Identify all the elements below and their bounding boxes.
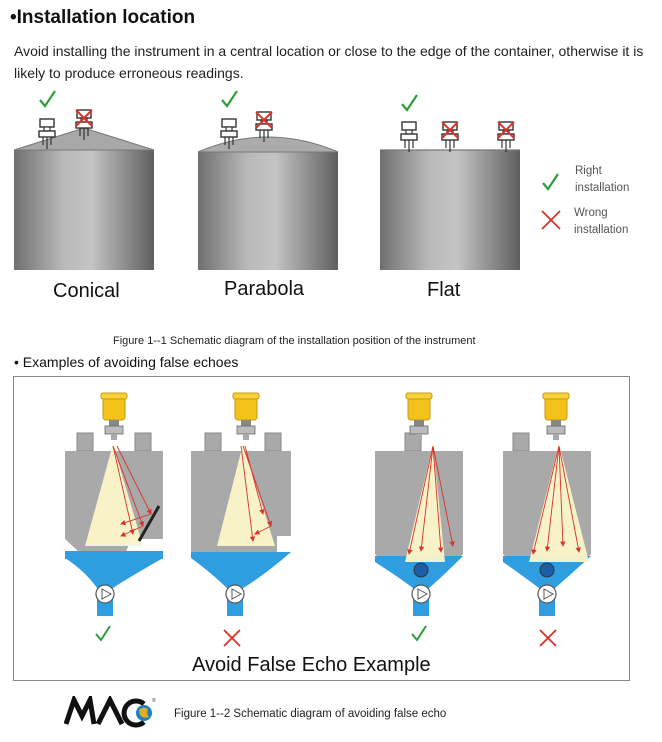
legend-right-line2: installation (575, 182, 630, 194)
legend-cross-icon (541, 210, 561, 230)
svg-text:®: ® (152, 697, 156, 704)
radar-sensor-icon (542, 392, 570, 441)
figure1-caption: Figure 1--1 Schematic diagram of the ins… (113, 335, 476, 347)
radar-sensor-icon (100, 392, 128, 441)
legend-right-line1: Right (575, 165, 602, 177)
check-icon (38, 89, 57, 108)
label-flat: Flat (427, 279, 461, 301)
false-echo-diagram (65, 392, 591, 647)
pump-icon (411, 584, 431, 617)
legend-check-icon (541, 172, 560, 191)
echo-tank-1 (65, 392, 163, 617)
flat-tank (380, 93, 520, 270)
radar-sensor-icon (405, 392, 433, 441)
section-heading-installation: •Installation location (10, 7, 196, 28)
check-icon (400, 93, 419, 112)
radar-sensor-icon (232, 392, 260, 441)
sensor-wrong-icon (498, 122, 514, 152)
mac-logo: ® (64, 696, 156, 728)
legend-right: Right installation (575, 163, 629, 197)
legend-wrong-line2: installation (574, 224, 629, 236)
cross-icon (539, 629, 557, 647)
false-echo-figure-frame (13, 376, 630, 681)
figure2-caption: Figure 1--2 Schematic diagram of avoidin… (174, 708, 447, 720)
conical-tank (13, 89, 155, 270)
check-icon (220, 89, 239, 108)
intro-paragraph: Avoid installing the instrument in a cen… (14, 43, 644, 81)
sensor-icon (400, 121, 418, 153)
parabola-tank (197, 89, 339, 270)
pump-icon (225, 584, 245, 617)
pump-icon (537, 584, 557, 617)
legend-wrong-line1: Wrong (574, 207, 608, 219)
label-parabola: Parabola (224, 278, 305, 300)
echo-tank-2 (191, 392, 291, 617)
false-echo-title: Avoid False Echo Example (192, 654, 431, 676)
legend-wrong: Wrong installation (574, 205, 628, 239)
section-heading-false-echo: • Examples of avoiding false echoes (14, 354, 239, 370)
check-icon (95, 625, 111, 642)
pump-icon (95, 584, 115, 617)
echo-tank-4 (503, 392, 591, 617)
tank-diagram (13, 89, 561, 270)
cross-icon (223, 629, 241, 647)
sensor-wrong-icon (442, 122, 458, 152)
echo-tank-3 (375, 392, 463, 617)
check-icon (411, 625, 427, 642)
label-conical: Conical (53, 280, 120, 302)
